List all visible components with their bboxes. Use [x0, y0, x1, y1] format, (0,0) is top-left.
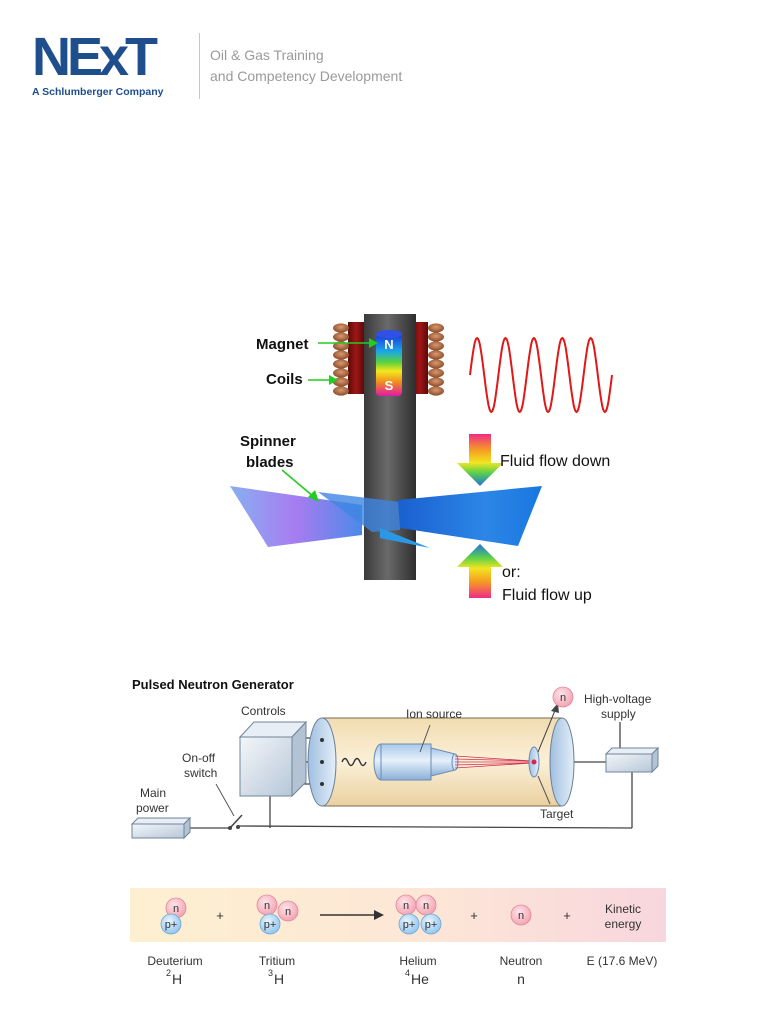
reaction-arrowhead [374, 910, 384, 920]
flow-up-label-line-2: Fluid flow up [502, 587, 592, 604]
ion-source-pointer [419, 724, 431, 753]
onoff-switch-lever [229, 814, 243, 829]
deuterium-mass-number: 2 [166, 968, 171, 978]
spinner-label-line-1: Spinner [240, 433, 296, 450]
header-tagline: Oil & Gas Training and Competency Develo… [210, 45, 402, 87]
helium-n-2: n [423, 900, 429, 912]
onoff-label-line-2: switch [184, 766, 217, 780]
target-pointer [537, 775, 551, 805]
spinner-flowmeter-diagram: N S Magnet Coils Spinner blades Fluid fl… [230, 314, 613, 604]
left-cap-terminal [320, 760, 324, 764]
energy-value: E (17.6 MeV) [587, 954, 658, 968]
helium-symbol: He [411, 971, 429, 987]
tritium-symbol: H [274, 971, 284, 987]
coils-pointer-head [329, 375, 338, 385]
neutron-emission-arrow [537, 707, 557, 753]
helium-p-1: p+ [403, 919, 416, 931]
ion-beam [454, 755, 533, 769]
spinner-label-line-2: blades [246, 454, 294, 471]
page-header: NExT A Schlumberger Company Oil & Gas Tr… [0, 0, 768, 110]
tritium-particles [256, 894, 299, 935]
controls-label: Controls [241, 704, 286, 718]
left-cap-terminal-bottom [320, 782, 324, 786]
magnet-pointer-head [369, 338, 378, 348]
controls-box [238, 720, 308, 798]
tritium-p: p+ [264, 919, 277, 931]
ion-source [373, 743, 459, 781]
flow-down-label: Fluid flow down [500, 453, 610, 470]
deuterium-n: n [173, 903, 179, 915]
hv-supply-label-line-2: supply [601, 707, 636, 721]
target-spot [531, 759, 537, 765]
deuterium-name: Deuterium [147, 954, 202, 968]
kinetic-energy-line-1: Kinetic [605, 902, 641, 916]
helium-mass-number: 4 [405, 968, 410, 978]
plus-2: + [470, 908, 478, 923]
deuterium-particles [160, 897, 187, 935]
neutron-particle [510, 904, 532, 926]
tritium-n-2: n [285, 906, 291, 918]
onoff-label-line-1: On-off [182, 751, 216, 765]
neutron-symbol: n [517, 971, 525, 987]
flow-down-arrow [457, 434, 503, 486]
helium-p-2: p+ [425, 919, 438, 931]
pole-north-label: N [384, 337, 393, 352]
coils-label: Coils [266, 371, 303, 388]
main-power-box [130, 816, 192, 840]
header-divider [199, 33, 200, 99]
fusion-reaction: n p+ n n p+ n n p+ p+ n + + + Kinetic en… [130, 888, 666, 987]
neutron-generator-diagram: Pulsed Neutron Generator [130, 677, 660, 840]
cylinder-right-cap [549, 717, 575, 807]
main-power-label-line-1: Main [140, 786, 166, 800]
neutron-name: Neutron [500, 954, 543, 968]
onoff-switch-contact [228, 826, 232, 830]
magnet-label: Magnet [256, 336, 309, 353]
emitted-neutron-symbol: n [560, 692, 566, 704]
nexT-logo: NExT A Schlumberger Company [32, 30, 172, 100]
ion-source-label: Ion source [406, 707, 462, 721]
kinetic-energy-line-2: energy [605, 917, 642, 931]
neutron-emission-arrowhead [551, 703, 559, 713]
tritium-mass-number: 3 [268, 968, 273, 978]
logo-subtitle: A Schlumberger Company [32, 86, 164, 98]
helium-name: Helium [399, 954, 436, 968]
deuterium-p: p+ [165, 919, 178, 931]
reaction-band [130, 888, 666, 942]
spinner-blades [230, 486, 542, 548]
spinner-pointer-head [308, 490, 319, 502]
tagline-line-1: Oil & Gas Training [210, 47, 324, 63]
neutron-n: n [518, 910, 524, 922]
coils-right [412, 322, 444, 396]
flow-up-arrow [457, 544, 503, 598]
emitted-neutron [552, 686, 574, 708]
main-power-label-line-2: power [136, 801, 169, 815]
tritium-name: Tritium [259, 954, 295, 968]
plus-3: + [563, 908, 571, 923]
onoff-switch-pointer [215, 783, 235, 817]
logo-wordmark: NExT [32, 27, 158, 87]
spinner-pointer [281, 469, 315, 498]
filament-coil [341, 757, 367, 767]
helium-particles [395, 894, 442, 935]
target-label: Target [540, 807, 574, 821]
onoff-switch-contact-2 [236, 825, 240, 829]
deuterium-symbol: H [172, 971, 182, 987]
helium-n-1: n [403, 900, 409, 912]
coils-left [333, 322, 364, 396]
tagline-line-2: and Competency Development [210, 68, 403, 84]
hv-supply-label-line-1: High-voltage [584, 692, 652, 706]
hv-supply-box [604, 746, 660, 774]
plus-1: + [216, 908, 224, 923]
left-cap-terminal-top [320, 738, 324, 742]
neutron-generator-title: Pulsed Neutron Generator [132, 677, 294, 692]
magnet: N S [376, 330, 402, 396]
pole-south-label: S [385, 378, 394, 393]
tritium-n-1: n [264, 900, 270, 912]
flow-up-label-line-1: or: [502, 564, 521, 581]
signal-wave [469, 336, 613, 414]
